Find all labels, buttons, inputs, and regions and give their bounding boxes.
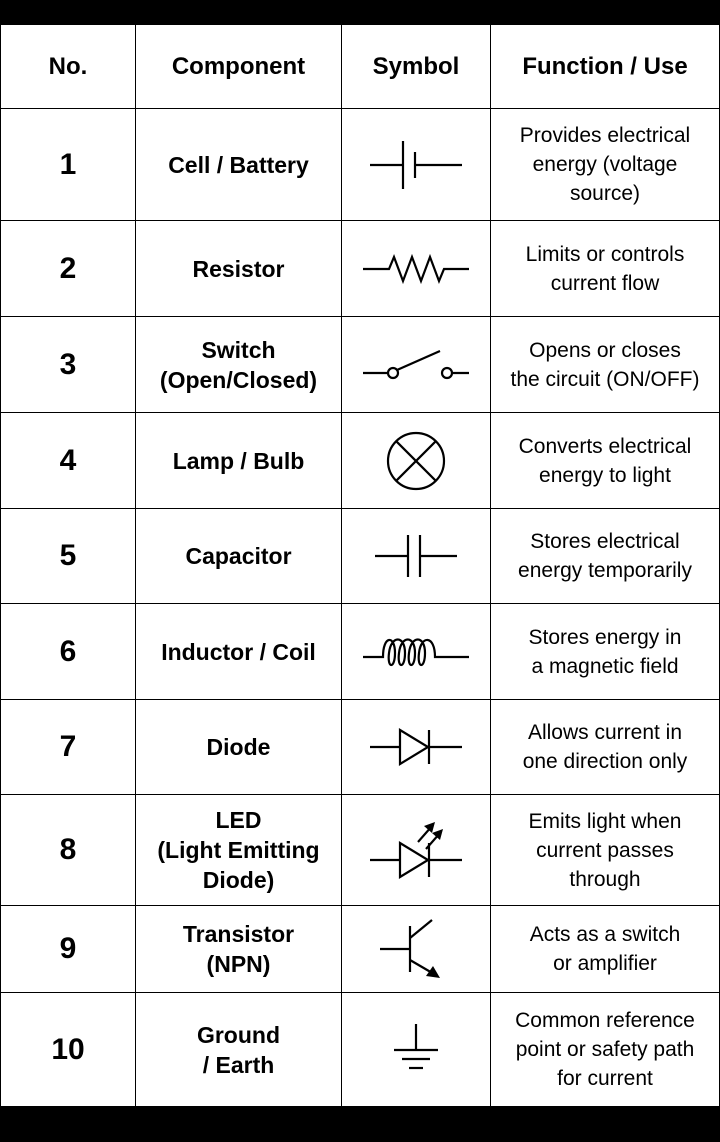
row-number: 4 bbox=[0, 412, 136, 509]
symbol-cell bbox=[341, 316, 491, 413]
component-name: Ground / Earth bbox=[135, 992, 342, 1107]
row-number: 10 bbox=[0, 992, 136, 1107]
component-name: Diode bbox=[135, 699, 342, 795]
function-text: Stores energy in a magnetic field bbox=[490, 603, 720, 700]
transistor-npn-symbol-icon bbox=[380, 919, 440, 978]
function-text: Opens or closes the circuit (ON/OFF) bbox=[490, 316, 720, 413]
inductor-symbol-icon bbox=[363, 637, 469, 666]
function-text: Converts electrical energy to light bbox=[490, 412, 720, 509]
function-text: Acts as a switch or amplifier bbox=[490, 905, 720, 993]
switch-symbol-icon bbox=[363, 349, 469, 379]
component-name: Transistor (NPN) bbox=[135, 905, 342, 993]
table-row: 3 Switch (Open/Closed) Opens or closes t… bbox=[0, 316, 720, 413]
row-number: 6 bbox=[0, 603, 136, 700]
capacitor-symbol-icon bbox=[375, 535, 457, 577]
lamp-symbol-icon bbox=[386, 431, 446, 490]
diode-symbol-icon bbox=[370, 728, 462, 766]
symbol-cell bbox=[341, 108, 491, 221]
row-number: 3 bbox=[0, 316, 136, 413]
component-name: Lamp / Bulb bbox=[135, 412, 342, 509]
table-row: 6 Inductor / Coil Stores energy in a mag… bbox=[0, 603, 720, 700]
symbol-cell bbox=[341, 699, 491, 795]
row-number: 9 bbox=[0, 905, 136, 993]
cell-battery-symbol-icon bbox=[370, 140, 462, 189]
table-row: 7 Diode Allows current in one direction … bbox=[0, 699, 720, 795]
header-row: No. Component Symbol Function / Use bbox=[0, 24, 720, 109]
header-component: Component bbox=[135, 24, 342, 109]
components-table: No. Component Symbol Function / Use 1 Ce… bbox=[0, 24, 720, 1107]
row-number: 1 bbox=[0, 108, 136, 221]
ground-symbol-icon bbox=[394, 1023, 438, 1069]
row-number: 7 bbox=[0, 699, 136, 795]
table-row: 10 Ground / Earth Common reference point… bbox=[0, 992, 720, 1107]
function-text: Stores electrical energy temporarily bbox=[490, 508, 720, 604]
function-text: Limits or controls current flow bbox=[490, 220, 720, 317]
component-name: Resistor bbox=[135, 220, 342, 317]
component-name: Switch (Open/Closed) bbox=[135, 316, 342, 413]
symbol-cell bbox=[341, 794, 491, 906]
component-name: Inductor / Coil bbox=[135, 603, 342, 700]
symbol-cell bbox=[341, 412, 491, 509]
header-symbol: Symbol bbox=[341, 24, 491, 109]
component-name: Capacitor bbox=[135, 508, 342, 604]
table-row: 2 Resistor Limits or controls current fl… bbox=[0, 220, 720, 317]
components-sheet: No. Component Symbol Function / Use 1 Ce… bbox=[0, 24, 720, 1107]
led-symbol-icon bbox=[370, 822, 462, 879]
resistor-symbol-icon bbox=[363, 253, 469, 284]
function-text: Allows current in one direction only bbox=[490, 699, 720, 795]
symbol-cell bbox=[341, 603, 491, 700]
symbol-cell bbox=[341, 992, 491, 1107]
header-no: No. bbox=[0, 24, 136, 109]
symbol-cell bbox=[341, 905, 491, 993]
function-text: Common reference point or safety path fo… bbox=[490, 992, 720, 1107]
table-row: 4 Lamp / Bulb Converts electrical energy… bbox=[0, 412, 720, 509]
table-row: 1 Cell / Battery Provides electrical ene… bbox=[0, 108, 720, 221]
row-number: 8 bbox=[0, 794, 136, 906]
row-number: 5 bbox=[0, 508, 136, 604]
table-row: 5 Capacitor Stores electrical energy tem… bbox=[0, 508, 720, 604]
component-name: LED (Light Emitting Diode) bbox=[135, 794, 342, 906]
function-text: Provides electrical energy (voltage sour… bbox=[490, 108, 720, 221]
component-name: Cell / Battery bbox=[135, 108, 342, 221]
symbol-cell bbox=[341, 508, 491, 604]
table-row: 9 Transistor (NPN) Acts as a switch or a… bbox=[0, 905, 720, 993]
function-text: Emits light when current passes through bbox=[490, 794, 720, 906]
header-function: Function / Use bbox=[490, 24, 720, 109]
symbol-cell bbox=[341, 220, 491, 317]
table-row: 8 LED (Light Emitting Diode) Emits light… bbox=[0, 794, 720, 906]
row-number: 2 bbox=[0, 220, 136, 317]
